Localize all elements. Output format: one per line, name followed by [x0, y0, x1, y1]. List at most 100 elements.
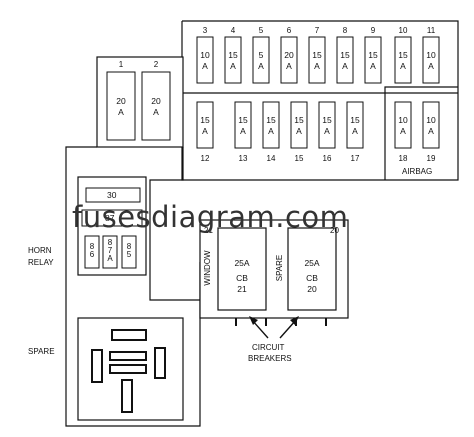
fuse-body — [318, 101, 336, 149]
fuse-body — [106, 71, 136, 141]
fuse-number: 4 — [231, 26, 236, 35]
fuse-number: 8 — [343, 26, 348, 35]
relay-label: RELAY — [28, 258, 54, 267]
relay-pin-label: 8 — [127, 242, 132, 251]
fuse-unit: A — [296, 126, 302, 136]
relay-pin-label: 5 — [127, 250, 132, 259]
spare-pin-middle-2 — [109, 364, 147, 374]
panel-outline-mid — [149, 147, 200, 301]
relay-pin-label: 7 — [108, 246, 113, 255]
fuse-unit: A — [324, 126, 330, 136]
breaker-slot-number: 21 — [204, 226, 213, 235]
fuse-amperage: 10 — [200, 50, 210, 60]
fuse-amperage: 15 — [294, 115, 304, 125]
spare-pin-bottom — [121, 379, 133, 413]
fuse-unit: A — [153, 107, 159, 117]
fuse-body — [262, 101, 280, 149]
spare-label: SPARE — [28, 347, 55, 356]
fuse-amperage: 15 — [266, 115, 276, 125]
fuse-number: 9 — [371, 26, 376, 35]
breaker-body — [217, 227, 267, 311]
relay-fuse-30-label: 30 — [107, 190, 117, 200]
fuse-amperage: 15 — [350, 115, 360, 125]
fuse-number: 10 — [399, 26, 408, 35]
relay-fuse-30 — [85, 187, 141, 203]
fuse-unit: A — [258, 61, 264, 71]
relay-pin: 86 — [84, 235, 100, 269]
fuse-number: 16 — [323, 154, 332, 163]
breaker-side-label: WINDOW — [203, 250, 212, 286]
breaker-number: 21 — [237, 284, 247, 294]
fuse-unit: A — [202, 126, 208, 136]
spare-pin-middle-1 — [109, 351, 147, 361]
fuse-body — [394, 36, 412, 84]
fuse-number: 11 — [427, 26, 436, 35]
breaker-slot-number: 20 — [330, 226, 339, 235]
fuse-body — [422, 36, 440, 84]
relay-pin-body — [84, 235, 100, 269]
fuse-number: 7 — [315, 26, 320, 35]
fuse-amperage: 15 — [312, 50, 322, 60]
relay-pin-87 — [81, 209, 143, 227]
fuse-number: 6 — [287, 26, 292, 35]
fuse-body — [234, 101, 252, 149]
fuse-number: 5 — [259, 26, 264, 35]
fuse-amperage: 5 — [259, 50, 264, 60]
fuse-amperage: 15 — [398, 50, 408, 60]
fuse-number: 3 — [203, 26, 208, 35]
fuse-unit: A — [370, 61, 376, 71]
relay-pin-label: 8 — [108, 238, 113, 247]
fuse-amperage: 10 — [426, 50, 436, 60]
fuse-3: 3 10A — [196, 26, 214, 84]
airbag-label: AIRBAG — [402, 167, 432, 176]
fuse-number: 12 — [201, 154, 210, 163]
breakers-label: BREAKERS — [248, 354, 292, 363]
fuse-body — [280, 36, 298, 84]
breaker-cb: CB — [236, 273, 248, 283]
fuse-body — [308, 36, 326, 84]
fuse-amperage: 10 — [426, 115, 436, 125]
breaker-cb: CB — [306, 273, 318, 283]
fuse-amperage: 15 — [200, 115, 210, 125]
fuse-unit: A — [230, 61, 236, 71]
fuse-unit: A — [240, 126, 246, 136]
fuse-unit: A — [202, 61, 208, 71]
breaker-amperage: 25A — [304, 258, 319, 268]
fuse-unit: A — [400, 61, 406, 71]
arrowhead-left — [249, 316, 258, 325]
fuse-unit: A — [400, 126, 406, 136]
fuse-unit: A — [118, 107, 124, 117]
fuse-number: 19 — [427, 154, 436, 163]
fuse-body — [252, 36, 270, 84]
fuse-amperage: 20 — [284, 50, 294, 60]
relay-pin: 87A — [102, 235, 118, 269]
fuse-amperage: 20 — [116, 96, 126, 106]
fuse-number: 17 — [351, 154, 360, 163]
fuse-amperage: 15 — [322, 115, 332, 125]
fuse-number: 14 — [267, 154, 276, 163]
fuse-body — [364, 36, 382, 84]
watermark: fusesdiagram.com — [72, 200, 348, 234]
spare-pin-right — [154, 347, 166, 379]
fuse-body — [394, 101, 412, 149]
fuse-unit: A — [342, 61, 348, 71]
breaker-number: 20 — [307, 284, 317, 294]
fuse-amperage: 15 — [368, 50, 378, 60]
relay-pin-body — [121, 235, 137, 269]
relay-pin-label: 6 — [90, 250, 95, 259]
fuse-number: 2 — [154, 60, 159, 69]
